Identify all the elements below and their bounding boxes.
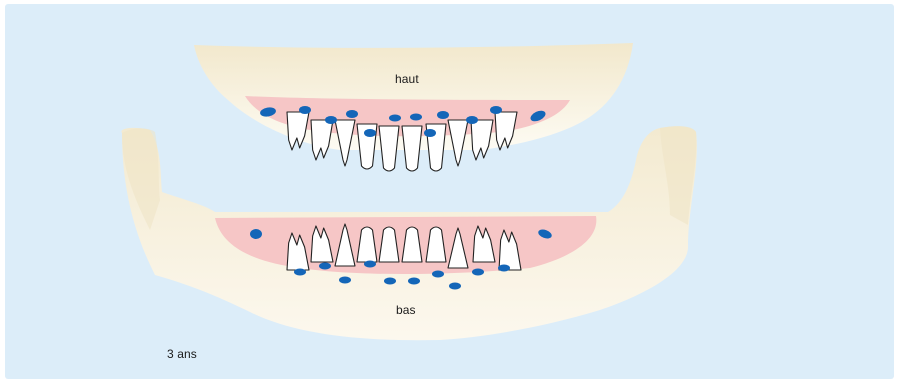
- tooth-germ-dot: [346, 110, 358, 118]
- tooth-germ-dot: [299, 106, 311, 114]
- tooth-germ-dot: [250, 229, 262, 239]
- tooth-germ-dot: [364, 261, 376, 268]
- tooth-germ-dot: [319, 263, 331, 270]
- tooth-germ-dot: [432, 271, 444, 278]
- tooth-germ-dot: [472, 269, 484, 276]
- upper-jaw-label: haut: [395, 72, 419, 86]
- tooth-germ-dot: [410, 114, 422, 121]
- age-label: 3 ans: [167, 347, 197, 361]
- tooth-germ-dot: [294, 269, 306, 276]
- tooth-germ-dot: [424, 129, 436, 137]
- tooth-germ-dot: [498, 265, 510, 272]
- tooth-germ-dot: [449, 283, 461, 290]
- tooth-germ-dot: [389, 115, 401, 122]
- tooth-germ-dot: [490, 106, 502, 114]
- diagram-panel: haut bas 3 ans: [5, 4, 894, 379]
- tooth-germ-dot: [466, 116, 478, 124]
- tooth-germ-dot: [408, 278, 420, 285]
- tooth-germ-dot: [325, 116, 337, 124]
- tooth-germ-dot: [384, 278, 396, 285]
- tooth-germ-dot: [364, 129, 376, 137]
- jaw-diagram: [5, 4, 894, 379]
- lower-jaw-label: bas: [396, 303, 416, 317]
- tooth-germ-dot: [339, 277, 351, 284]
- tooth-germ-dot: [437, 111, 449, 119]
